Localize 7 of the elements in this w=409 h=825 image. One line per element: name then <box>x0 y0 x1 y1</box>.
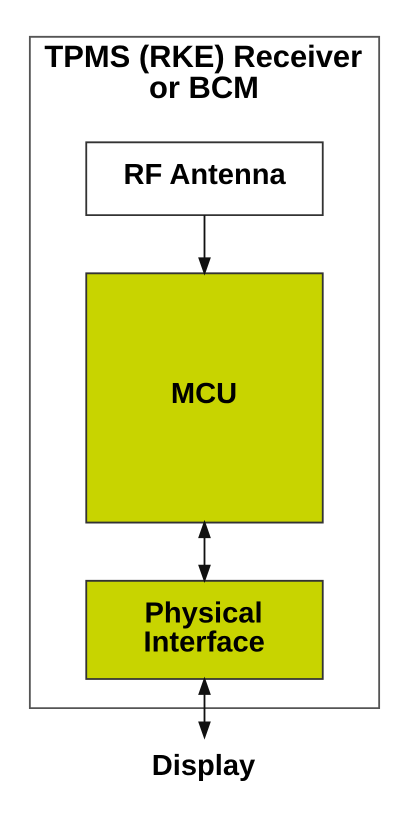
node-box: Physical Interface <box>85 580 324 680</box>
node-box: MCU <box>85 272 324 524</box>
arrow <box>198 676 211 740</box>
node-box: RF Antenna <box>85 141 324 216</box>
arrow <box>198 215 211 276</box>
arrow <box>198 520 211 583</box>
node-text: Display <box>152 750 256 782</box>
